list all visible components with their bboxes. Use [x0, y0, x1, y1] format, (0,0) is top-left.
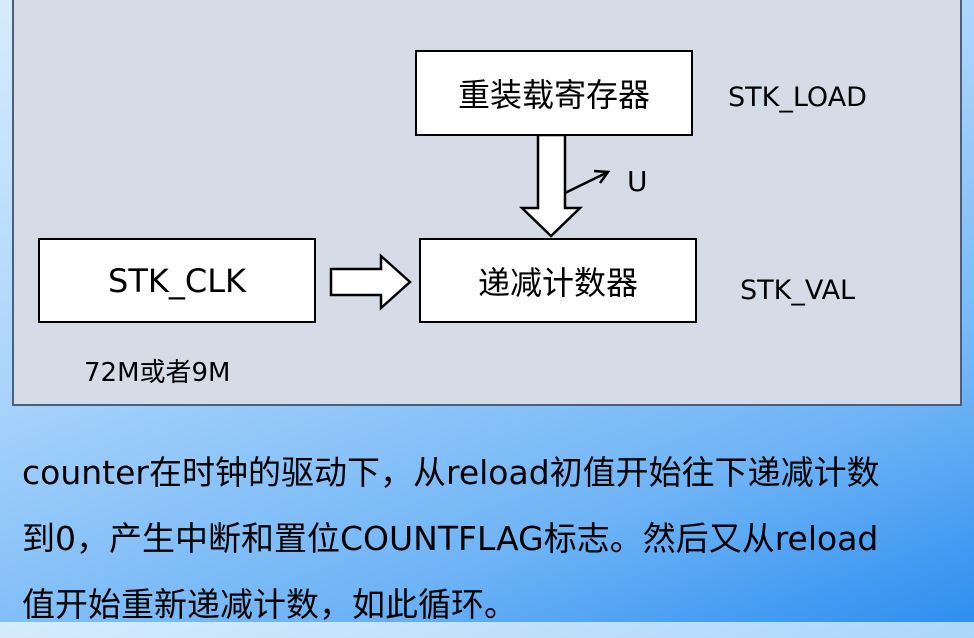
stk-clk-text: STK_CLK [108, 261, 246, 300]
down-arrow [518, 133, 584, 238]
description-line: counter在时钟的驱动下，从reload初值开始往下递减计数 [22, 453, 880, 492]
stk-load-label: STK_LOAD [728, 82, 867, 113]
counter-box: 递减计数器 [419, 238, 697, 323]
reload-register-box: 重装载寄存器 [415, 50, 693, 136]
u-arrow-icon [564, 169, 611, 195]
description-line: 到0，产生中断和置位COUNTFLAG标志。然后又从reload [22, 519, 879, 558]
description-line: 值开始重新递减计数，如此循环。 [22, 585, 517, 624]
counter-text: 递减计数器 [477, 263, 638, 302]
u-label: U [627, 165, 648, 198]
clock-frequency-label: 72M或者9M [84, 358, 231, 388]
reload-register-text: 重装载寄存器 [457, 76, 650, 114]
right-arrow [329, 253, 412, 311]
arrows [329, 133, 611, 311]
description-paragraph: counter在时钟的驱动下，从reload初值开始往下递减计数 到0，产生中断… [22, 440, 962, 638]
stk-val-label: STK_VAL [740, 275, 856, 306]
stk-clk-box: STK_CLK [38, 238, 316, 323]
